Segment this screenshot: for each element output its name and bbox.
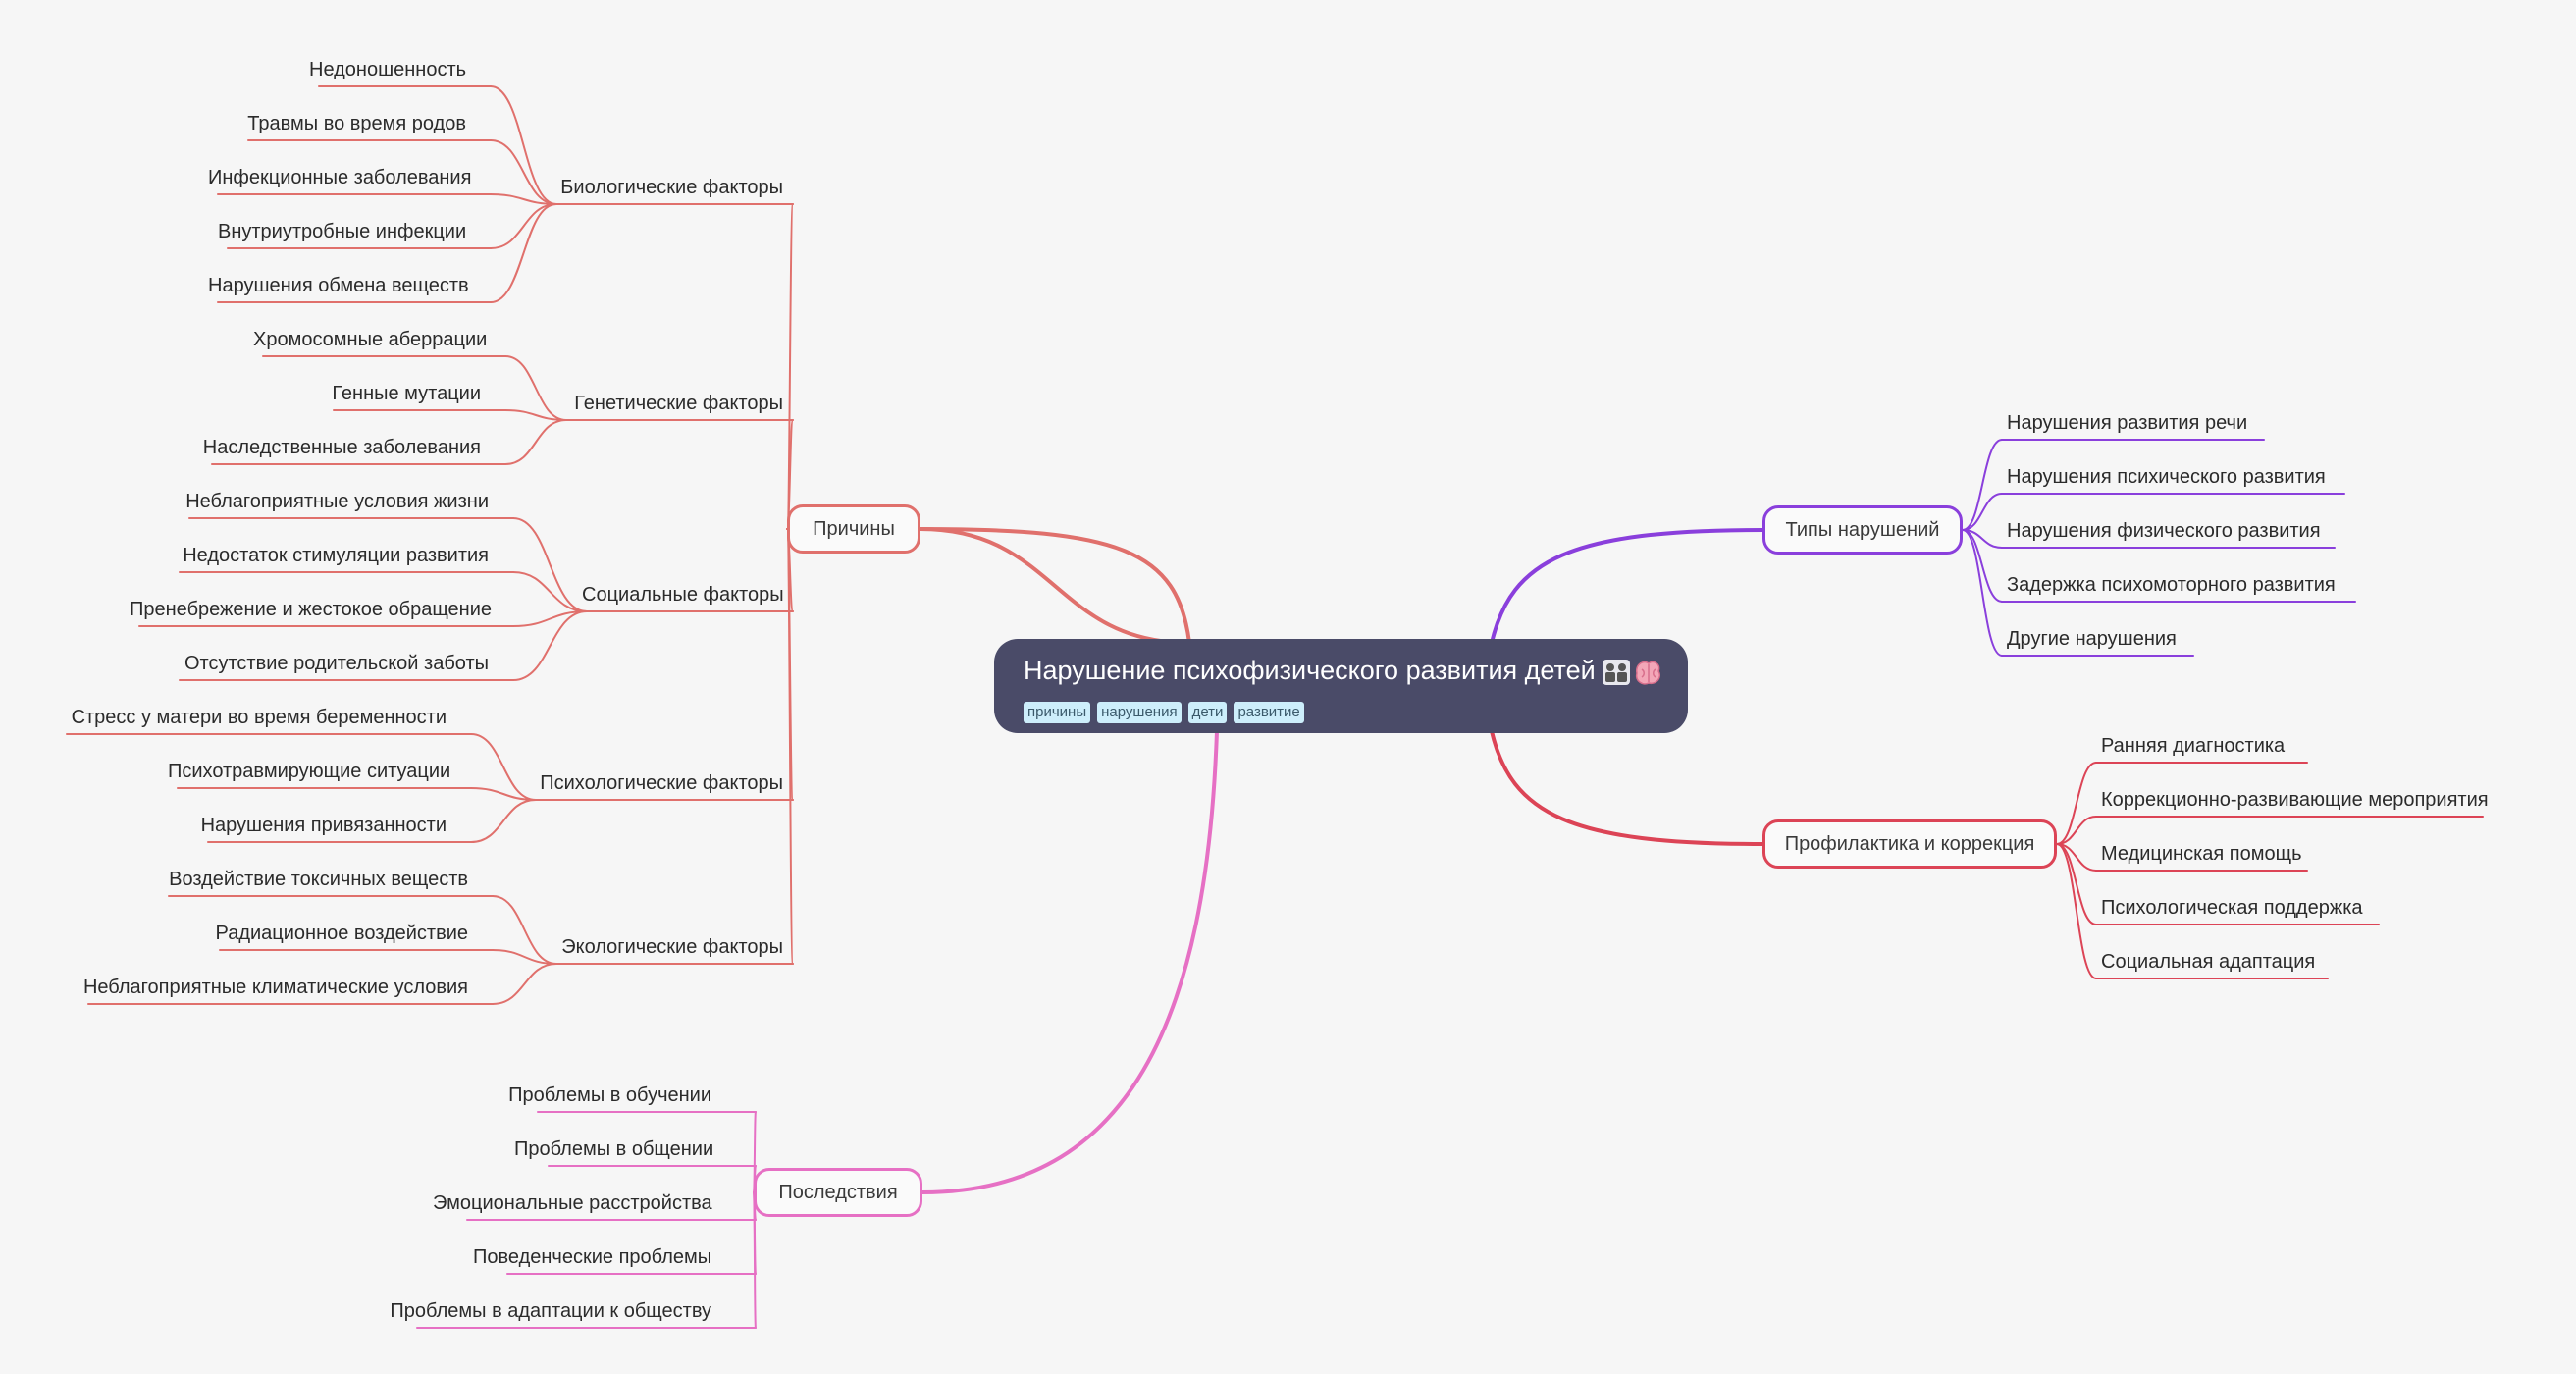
cause-item[interactable]: Внутриутробные инфекции [218,221,467,242]
cause-item[interactable]: Отсутствие родительской заботы [184,653,489,674]
connector-group-item [470,733,537,801]
connector-types-item [1962,439,2003,531]
group-1[interactable]: Генетические факторы [574,393,783,414]
family-brain-icon [1602,658,1662,692]
connector-group-item [470,787,537,801]
prevention-item[interactable]: Социальная адаптация [2101,951,2316,973]
connector-group-item [490,139,557,205]
consequence-item[interactable]: Проблемы в адаптации к обществу [390,1300,711,1322]
branch-prevention[interactable]: Профилактика и коррекция [1762,819,2057,869]
connector-types-item [1962,529,2003,657]
connector-group-item [470,799,537,843]
connector-group-item [490,203,557,249]
cause-item[interactable]: Генные мутации [332,383,481,404]
prevention-item[interactable]: Ранняя диагностика [2101,735,2286,757]
connector-group-item [492,963,557,1005]
group-2[interactable]: Социальные факторы [582,584,784,606]
connector-group-item [504,419,567,465]
connector-root-consequences [920,729,1219,1194]
connector-group-item [492,895,557,965]
prevention-item[interactable]: Коррекционно-развивающие мероприятия [2101,789,2489,811]
cause-item[interactable]: Травмы во время родов [247,113,466,134]
consequence-item[interactable]: Проблемы в общении [514,1138,714,1160]
branch-consequences-label: Последствия [778,1181,898,1203]
connector-group-item [492,949,557,965]
group-3[interactable]: Психологические факторы [540,772,783,794]
root-node[interactable]: Нарушение психофизического развития дете… [994,639,1688,733]
consequence-item[interactable]: Эмоциональные расстройства [433,1192,712,1214]
connector-group-item [504,355,567,421]
cause-item[interactable]: Недостаток стимуляции развития [183,545,489,566]
connector-root-causes [919,527,1191,645]
cause-item[interactable]: Неблагоприятные климатические условия [82,977,468,998]
connector-group-item [512,610,588,681]
cause-item[interactable]: Радиационное воздействие [215,923,468,944]
cause-item[interactable]: Стресс у матери во время беременности [71,707,447,728]
cause-item[interactable]: Недоношенность [309,59,467,80]
connector-group-item [490,85,557,205]
root-tag[interactable]: развитие [1234,702,1304,724]
cause-item[interactable]: Инфекционные заболевания [208,167,472,188]
type-item[interactable]: Нарушения физического развития [2007,520,2321,542]
branch-causes-label: Причины [813,517,895,540]
connector-root-types [1490,528,1764,645]
connector-causes-group [786,528,794,965]
cause-item[interactable]: Пренебрежение и жестокое обращение [130,599,493,620]
root-tag[interactable]: причины [1024,702,1091,724]
branch-causes[interactable]: Причины [787,504,920,554]
branch-types[interactable]: Типы нарушений [1762,505,1963,555]
connector-group-item [512,571,588,612]
connector-types-item [1962,493,2003,531]
root-tag[interactable]: дети [1187,702,1228,724]
connector-prevention-item [2056,843,2097,979]
branch-consequences[interactable]: Последствия [754,1168,922,1217]
cause-item[interactable]: Неблагоприятные условия жизни [185,491,489,512]
cause-item[interactable]: Хромосомные аберрации [253,329,488,350]
cause-item[interactable]: Наследственные заболевания [202,437,481,458]
consequence-item[interactable]: Проблемы в обучении [508,1084,711,1106]
connector-root-causes-main [919,527,1191,645]
group-4[interactable]: Экологические факторы [561,936,783,958]
cause-item[interactable]: Нарушения привязанности [200,815,447,836]
prevention-item[interactable]: Психологическая поддержка [2101,897,2363,919]
connector-group-item [490,203,557,303]
group-0[interactable]: Биологические факторы [560,177,783,198]
cause-item[interactable]: Воздействие токсичных веществ [169,869,468,890]
cause-item[interactable]: Нарушения обмена веществ [208,275,469,296]
connector-group-item [490,193,557,205]
type-item[interactable]: Задержка психомоторного развития [2007,574,2336,596]
connector-group-item [504,409,567,421]
root-tag[interactable]: нарушения [1097,702,1182,724]
cause-item[interactable]: Психотравмирующие ситуации [168,761,451,782]
type-item[interactable]: Нарушения психического развития [2007,466,2326,488]
root-title: Нарушение психофизического развития дете… [1024,656,1596,685]
consequence-item[interactable]: Поведенческие проблемы [473,1246,712,1268]
type-item[interactable]: Другие нарушения [2007,628,2177,650]
prevention-item[interactable]: Медицинская помощь [2101,843,2302,865]
branch-prevention-label: Профилактика и коррекция [1784,832,2035,855]
connector-root-prevention [1490,729,1764,846]
type-item[interactable]: Нарушения развития речи [2007,412,2248,434]
connector-group-item [512,610,588,627]
connector-prevention-item [2056,762,2097,845]
connector-prevention-item [2056,816,2097,845]
branch-types-label: Типы нарушений [1785,518,1940,541]
connector-group-item [512,517,588,612]
